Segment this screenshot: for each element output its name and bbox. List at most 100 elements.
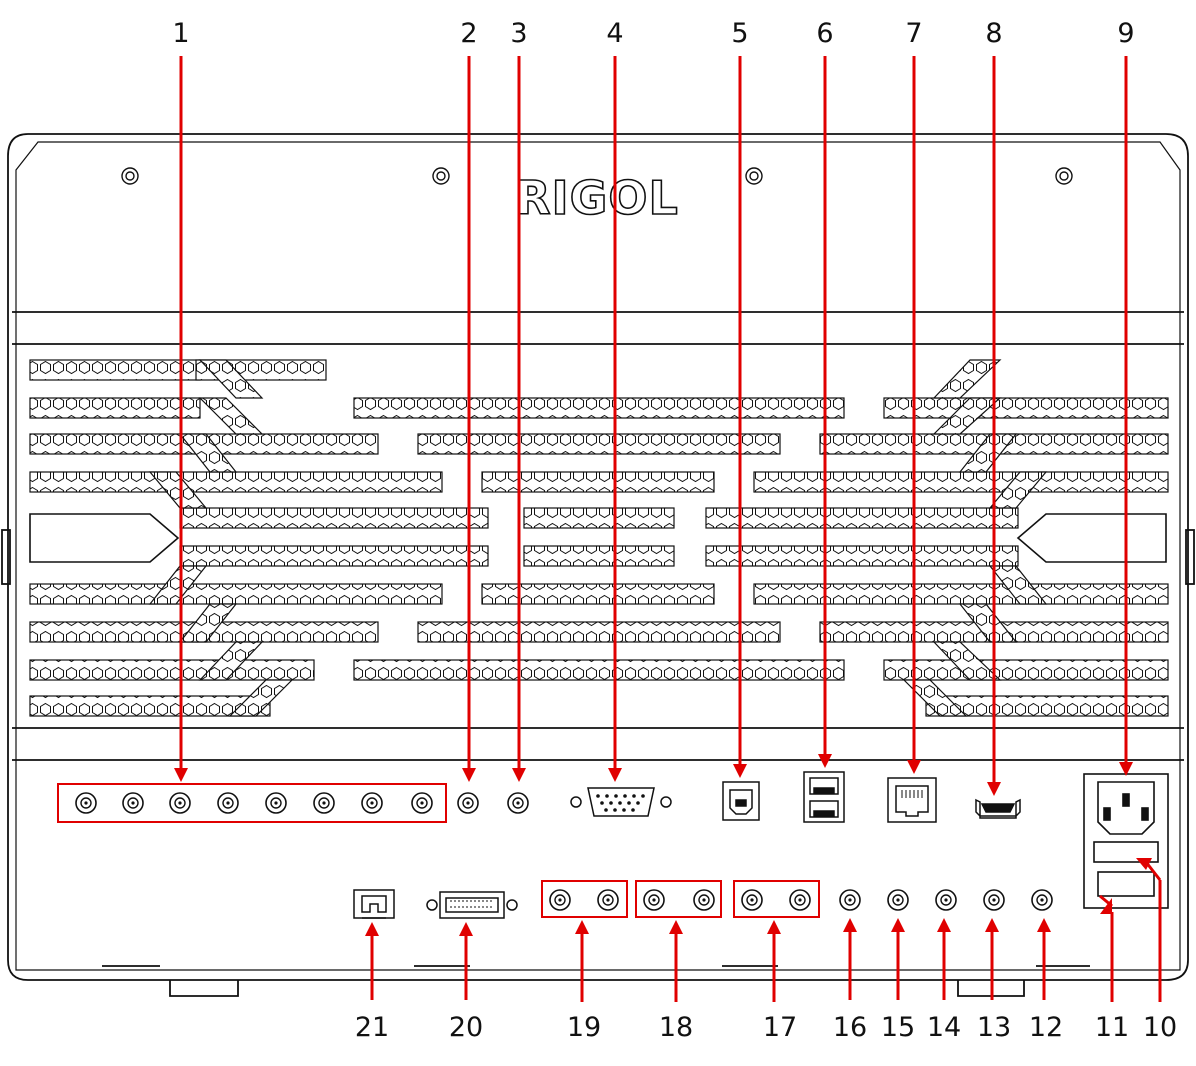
chassis [1, 133, 1195, 997]
callout-number: 3 [510, 18, 527, 49]
side-arrow-plates [29, 513, 1167, 563]
callout-number: 8 [985, 18, 1002, 49]
usb-device-port-icon [722, 781, 760, 821]
callout-arrow [459, 922, 473, 1000]
vent-slot [705, 507, 1019, 529]
vent-slot [417, 433, 781, 455]
db15-connector-icon [570, 787, 672, 817]
vent-band [198, 397, 264, 435]
vent-band [932, 641, 1002, 681]
callout-arrows [174, 56, 1162, 1002]
bnc-connector-icon [457, 792, 479, 814]
callout-arrow [1099, 894, 1114, 1002]
vent-band [932, 397, 1002, 435]
vent-slot [705, 545, 1019, 567]
rigol-logo: RIGOL [515, 171, 679, 225]
callout-arrow [462, 56, 476, 782]
callout-arrow [767, 920, 781, 1002]
ac-power-socket-icon [1083, 773, 1169, 909]
bnc-connector-icon [693, 889, 715, 911]
output-pair-boxes [541, 880, 820, 918]
vent-slot [29, 359, 201, 381]
callout-number: 14 [927, 1012, 961, 1043]
callout-number: 7 [905, 18, 922, 49]
vent-slot [523, 507, 675, 529]
bnc-connector-icon [75, 792, 97, 814]
rj45-lan-port-icon [887, 777, 937, 823]
bnc-connector-icon [1031, 889, 1053, 911]
vent-band [148, 471, 208, 509]
callout-arrow [987, 56, 1001, 796]
callout-number: 11 [1095, 1012, 1129, 1043]
vent-band [178, 603, 238, 643]
callout-arrow [1119, 56, 1133, 776]
bnc-connector-icon [507, 792, 529, 814]
bnc-connector-icon [265, 792, 287, 814]
bnc-connector-icon [887, 889, 909, 911]
callout-arrow [818, 56, 832, 768]
vent-band [932, 359, 1002, 399]
vent-band [958, 433, 1018, 473]
vent-slot [29, 695, 271, 717]
ventilation-grille [29, 359, 1169, 717]
callout-arrow [843, 918, 857, 1000]
vent-slot [179, 507, 489, 529]
vent-slot [29, 397, 201, 419]
bnc-connector-icon [169, 792, 191, 814]
vent-slot [29, 583, 443, 605]
hdmi-port-icon [975, 798, 1021, 819]
callout-arrow [937, 918, 951, 1000]
callout-arrow [365, 922, 379, 1000]
callout-number: 13 [977, 1012, 1011, 1043]
vent-band [198, 359, 264, 399]
digital-channel-group [57, 783, 447, 823]
callout-arrow [733, 56, 747, 778]
vent-band [178, 433, 238, 473]
bottom-bnc-row [549, 889, 1053, 911]
callout-number: 17 [763, 1012, 797, 1043]
callout-arrow [512, 56, 526, 782]
callout-arrow [575, 920, 589, 1002]
bnc-connector-icon [935, 889, 957, 911]
callout-number: 21 [355, 1012, 389, 1043]
vent-band [148, 565, 208, 605]
callout-arrow [1037, 918, 1051, 1000]
vent-slot [179, 545, 489, 567]
callout-number: 1 [172, 18, 189, 49]
callout-number: 10 [1143, 1012, 1177, 1043]
screw-icons [121, 167, 1073, 185]
callout-arrow [1136, 858, 1162, 1002]
vent-band [958, 603, 1018, 643]
top-bnc-row [75, 792, 529, 814]
callout-number: 12 [1029, 1012, 1063, 1043]
callout-number: 6 [816, 18, 833, 49]
sfp-port-icon [353, 889, 395, 919]
callout-arrow [174, 56, 188, 782]
callout-number: 18 [659, 1012, 693, 1043]
vent-band [198, 641, 264, 681]
callout-arrow [608, 56, 622, 782]
vent-slot [353, 397, 845, 419]
callout-arrow [669, 920, 683, 1002]
bnc-connector-icon [361, 792, 383, 814]
bnc-connector-icon [741, 889, 763, 911]
callout-number: 2 [460, 18, 477, 49]
callout-number: 19 [567, 1012, 601, 1043]
vent-slot [481, 583, 715, 605]
vent-band [988, 565, 1048, 605]
bnc-connector-icon [789, 889, 811, 911]
callout-number: 5 [731, 18, 748, 49]
callout-number: 4 [606, 18, 623, 49]
callout-arrow [891, 918, 905, 1000]
bnc-connector-icon [313, 792, 335, 814]
callout-arrow [985, 918, 999, 1000]
callout-arrow [907, 56, 921, 774]
bnc-connector-icon [549, 889, 571, 911]
vent-band [228, 679, 294, 717]
callout-number: 20 [449, 1012, 483, 1043]
bnc-connector-icon [839, 889, 861, 911]
bnc-connector-icon [597, 889, 619, 911]
